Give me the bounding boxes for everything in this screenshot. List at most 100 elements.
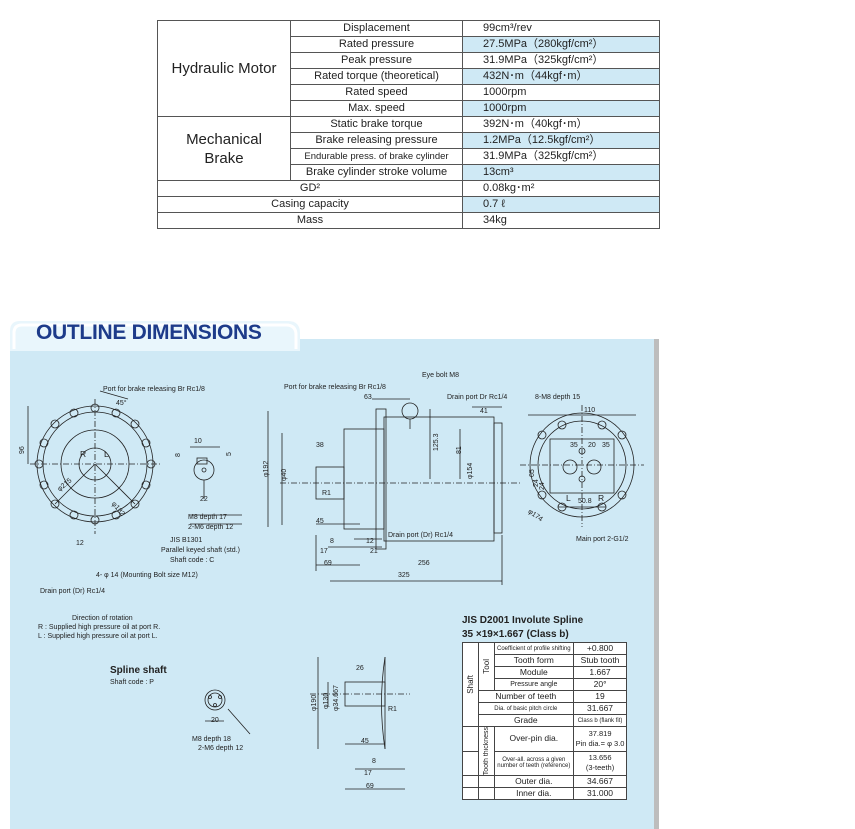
key-dim-22: 22 <box>200 496 208 503</box>
spec-value: 1000rpm <box>462 84 660 101</box>
spec-label-gd2: GD² <box>157 180 463 197</box>
group-mechanical-brake: Mechanical Brake <box>157 116 291 181</box>
dim-21: 21 <box>370 548 378 555</box>
dim-325: 325 <box>398 572 410 579</box>
dim-40: φ40 <box>281 469 288 481</box>
dim-63: 63 <box>364 394 372 401</box>
dim-17: 17 <box>320 548 328 555</box>
spline-table-title-1: JIS D2001 Involute Spline <box>462 615 584 626</box>
dim-35b: 35 <box>602 442 610 449</box>
spec-value: 0.08kg･m² <box>462 180 660 197</box>
key-m8: M8 depth 17 <box>188 514 227 521</box>
spec-value: 31.9MPa（325kgf/cm²） <box>462 148 660 165</box>
spline-dim-190: φ190 <box>311 695 318 711</box>
left-flange-view <box>27 390 160 534</box>
port-brake-label-left: Port for brake releasing Br Rc1/8 <box>103 386 205 393</box>
spec-label: Max. speed <box>290 100 463 117</box>
spline-row-value: Stub tooth <box>572 654 628 667</box>
spline-row-label: Number of teeth <box>478 690 574 703</box>
spec-value: 31.9MPa（325kgf/cm²） <box>462 52 660 69</box>
dim-65: 65 <box>529 469 536 477</box>
shaft-code-c: Shaft code : C <box>170 557 214 564</box>
r-mark-left: R <box>80 449 86 459</box>
outline-title: OUTLINE DIMENSIONS <box>36 321 262 344</box>
spline-row-value: 31.000 <box>572 787 628 801</box>
jis-label: JIS B1301 <box>170 537 202 544</box>
spline-row-label: Pressure angle <box>494 678 574 691</box>
dim-12: 12 <box>76 540 84 547</box>
rotation-l: L : Supplied high pressure oil at port L… <box>38 633 158 640</box>
spline-m8: M8 depth 18 <box>192 736 231 743</box>
angle-label: 45° <box>116 399 127 407</box>
spline-row-value: 13.656 <box>588 753 612 763</box>
spec-label-mass: Mass <box>157 212 463 229</box>
dim-174: φ174 <box>526 508 543 523</box>
spline-row-label: Over-pin dia. <box>494 726 574 752</box>
spline-row-label: Grade <box>478 714 574 727</box>
r-mark-front: R <box>598 493 604 503</box>
spline-row-label: Coefficient of profile shifting <box>494 642 574 655</box>
spline-row-value: 1.667 <box>572 666 628 679</box>
spec-value: 432N･m（44kgf･m） <box>462 68 660 85</box>
dim-215: φ215 <box>56 477 73 493</box>
spline-row-value: 20° <box>572 678 628 691</box>
m8-depth-15: 8-M8 depth 15 <box>535 394 580 401</box>
side-tool: Tool <box>482 659 491 674</box>
rotation-r: R : Supplied high pressure oil at port R… <box>38 624 160 631</box>
key-dim-8: 8 <box>175 453 182 457</box>
spec-label: Endurable press. of brake cylinder <box>290 148 463 165</box>
spline-dim-130: φ130 <box>323 693 330 709</box>
dim-24: 24 <box>533 479 540 487</box>
dim-154: φ154 <box>467 463 474 479</box>
main-port-label: Main port 2-G1/2 <box>576 536 629 543</box>
spec-value: 34kg <box>462 212 660 229</box>
drain-port-left: Drain port (Dr) Rc1/4 <box>40 588 105 595</box>
spline-dim-45: 45 <box>361 738 369 745</box>
dim-125-3: 125.3 <box>433 433 440 451</box>
spline-row-value: 19 <box>572 690 628 703</box>
dim-24b: 24 <box>539 482 546 490</box>
spec-table: Hydraulic Motor Displacement 99cm³/rev R… <box>157 20 660 229</box>
spline-row-label: Tooth form <box>494 654 574 667</box>
spline-row-value2: (3-teeth) <box>585 763 615 773</box>
spline-dim-17: 17 <box>364 770 372 777</box>
spline-row-value: 37.819 <box>588 728 612 738</box>
side-view <box>267 398 520 585</box>
spline-row-value2: Pin dia.= φ 3.0 <box>575 738 625 748</box>
side-shaft: Shaft <box>466 675 475 694</box>
spec-value: 392N･m（40kgf･m） <box>462 116 660 133</box>
dim-38: 38 <box>316 442 324 449</box>
group-name-line1: Mechanical <box>186 130 262 148</box>
dim-81: 81 <box>456 446 463 454</box>
spec-label: Rated torque (theoretical) <box>290 68 463 85</box>
spline-dim-26: 26 <box>356 665 364 672</box>
outline-banner <box>10 321 300 351</box>
spline-row-value: 34.667 <box>572 775 628 789</box>
key-dim-10: 10 <box>194 438 202 445</box>
front-view <box>520 405 644 527</box>
spec-label: Rated speed <box>290 84 463 101</box>
l-mark-left: L <box>104 449 109 459</box>
parallel-label: Parallel keyed shaft (std.) <box>161 547 240 554</box>
spline-dim-r1: R1 <box>388 706 397 713</box>
port-brake-label-side: Port for brake releasing Br Rc1/8 <box>284 384 386 391</box>
spline-table: Shaft Tool Coefficient of profile shifti… <box>462 642 628 801</box>
spline-dim-69: 69 <box>366 783 374 790</box>
dim-69: 69 <box>324 560 332 567</box>
spline-shaft-section <box>204 689 251 735</box>
spline-row-label: Over-all. across a given number of teeth… <box>494 750 574 777</box>
spec-value: 99cm³/rev <box>462 20 660 37</box>
dim-192: φ192 <box>263 461 270 477</box>
spec-label: Rated pressure <box>290 36 463 53</box>
key-dim-5: 5 <box>226 452 233 456</box>
spec-label: Peak pressure <box>290 52 463 69</box>
keyed-shaft-section <box>190 446 242 525</box>
group-name-line2: Brake <box>204 149 244 167</box>
spline-row-label: Outer dia. <box>494 775 574 789</box>
l-mark-front: L <box>566 493 571 503</box>
dim-110: 110 <box>584 407 595 414</box>
key-m6: 2-M6 depth 12 <box>188 524 233 531</box>
spec-value: 13cm³ <box>462 164 660 181</box>
rotation-title: Direction of rotation <box>72 615 133 622</box>
spline-row-value: +0.800 <box>572 642 628 655</box>
